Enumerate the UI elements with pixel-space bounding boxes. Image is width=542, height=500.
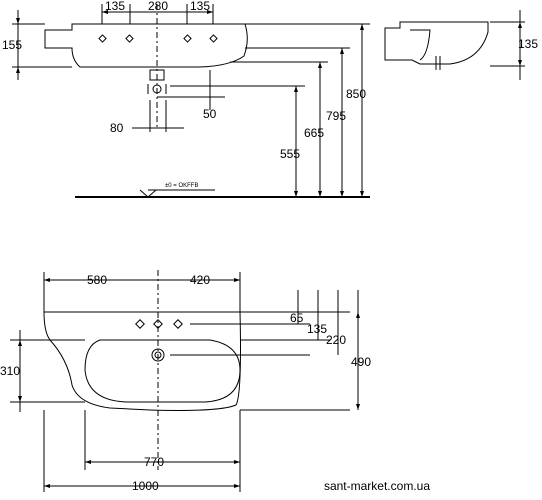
tap-holes-plan — [135, 319, 183, 329]
dim-plan-770: 770 — [144, 455, 164, 469]
dim-height-555: 555 — [280, 147, 300, 161]
tap-holes-front — [98, 34, 218, 43]
basin-front-outline — [44, 23, 248, 68]
drain-assembly — [147, 69, 167, 94]
plan-top-dimension — [43, 272, 241, 312]
dim-plan-420: 420 — [190, 273, 210, 287]
plan-left-dimension — [10, 330, 85, 412]
dim-front-135-left: 135 — [105, 0, 125, 13]
height-dimensions — [170, 23, 370, 197]
dim-plan-1000: 1000 — [132, 479, 159, 493]
dimension-arrows — [16, 10, 522, 488]
dim-drain-80: 80 — [110, 121, 124, 135]
watermark-text: sant-market.com.ua — [324, 479, 430, 493]
dim-plan-490: 490 — [351, 355, 371, 369]
dim-plan-310: 310 — [0, 364, 20, 378]
dim-height-665: 665 — [304, 126, 324, 140]
basin-plan-outline — [43, 311, 241, 411]
dim-front-155: 155 — [2, 38, 22, 52]
basin-side-view — [384, 10, 525, 80]
drain-dimensions — [132, 70, 225, 132]
dim-plan-580: 580 — [87, 273, 107, 287]
dim-height-795: 795 — [326, 109, 346, 123]
plan-bottom-dimension — [43, 410, 241, 492]
dim-drain-50: 50 — [203, 107, 217, 121]
dim-height-850: 850 — [346, 87, 366, 101]
dim-front-135-right: 135 — [190, 0, 210, 13]
dim-plan-220: 220 — [326, 333, 346, 347]
dim-side-135: 135 — [518, 37, 538, 51]
labels: 135 280 135 155 135 50 80 555 665 795 85… — [0, 0, 538, 493]
floor-reference-label: ±0 = OKFFB — [165, 183, 198, 189]
dim-plan-65: 65 — [290, 311, 304, 325]
dim-front-280: 280 — [148, 0, 168, 13]
dim-plan-135: 135 — [307, 322, 327, 336]
front-top-dimension — [101, 4, 214, 24]
floor-marker — [139, 189, 157, 198]
plan-right-dimension — [170, 290, 359, 411]
